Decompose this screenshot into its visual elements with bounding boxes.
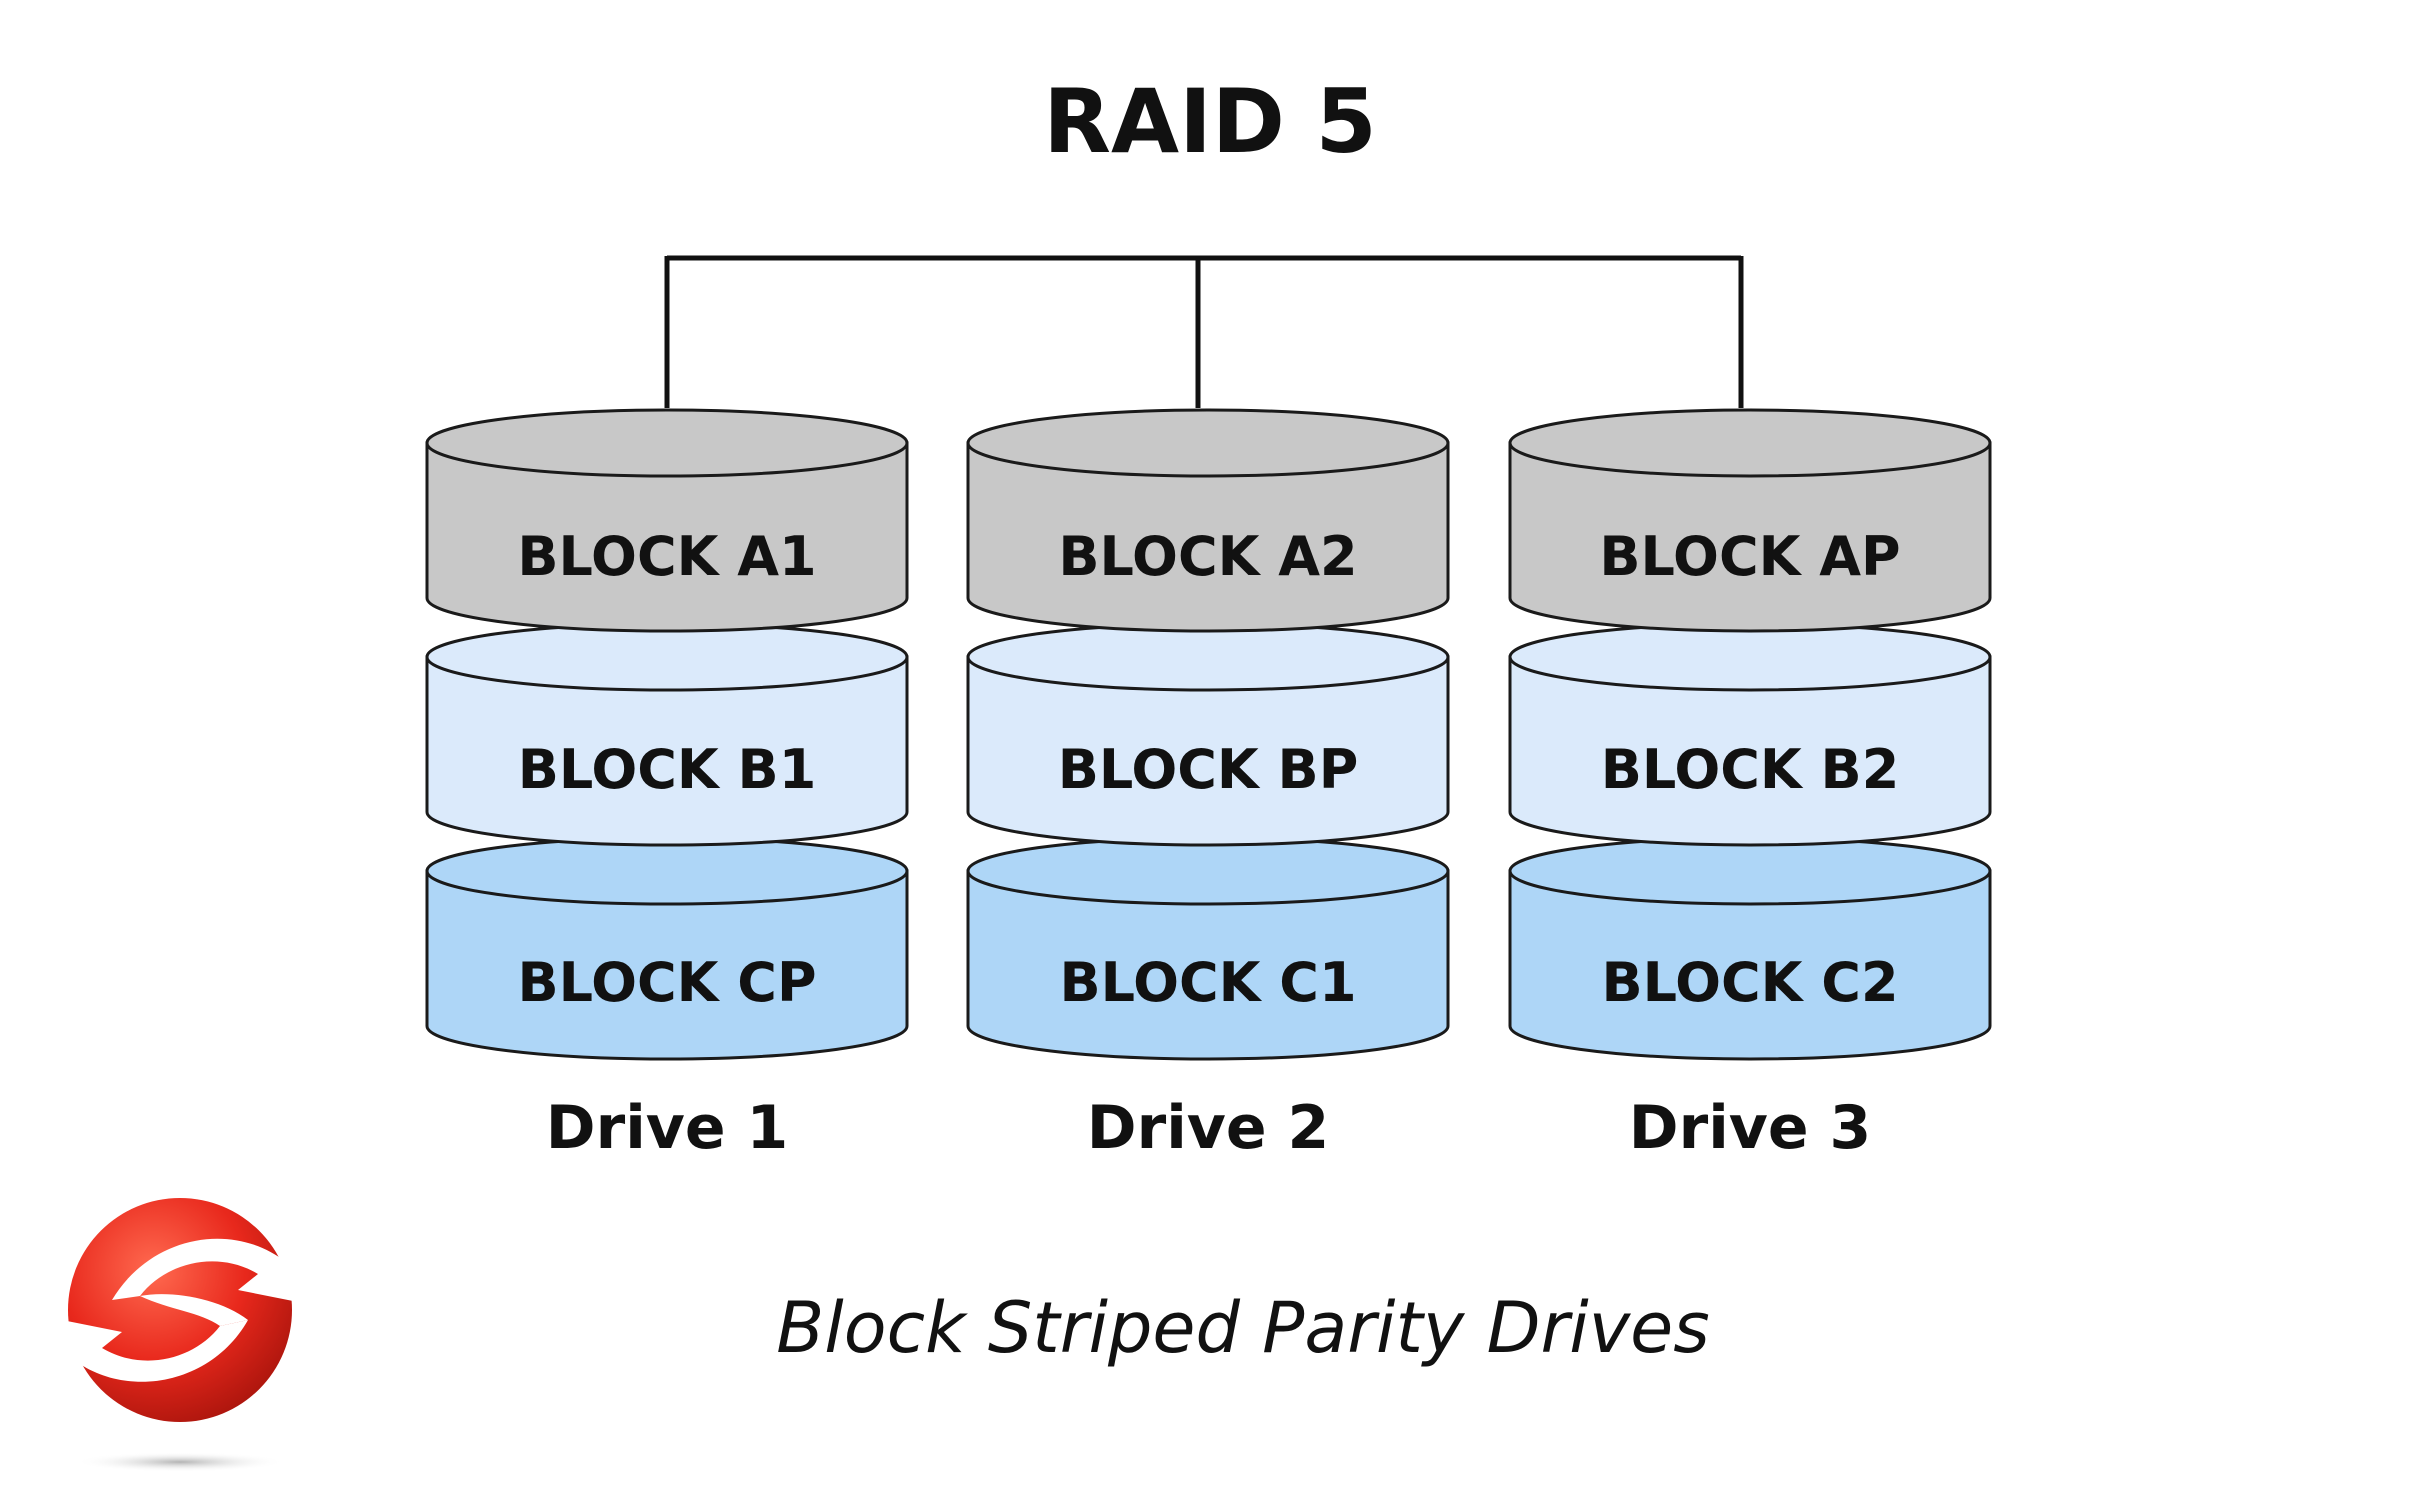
connector-tree [664, 255, 1744, 408]
disk-block-c: BLOCK C1 [966, 836, 1450, 1061]
disk-top [1508, 622, 1992, 692]
disk-block-b: BLOCK BP [966, 622, 1450, 847]
drive-1: BLOCK CP BLOCK B1 BLOCK A1 Drive 1 [425, 408, 909, 1163]
disk-top [1508, 836, 1992, 906]
drive-3: BLOCK C2 BLOCK B2 BLOCK AP Drive 3 [1508, 408, 1992, 1163]
disk-body [425, 655, 909, 847]
disk-block-b: BLOCK B2 [1508, 622, 1992, 847]
disk-body [966, 869, 1450, 1061]
disk-block-a: BLOCK A1 [425, 408, 909, 633]
block-label: BLOCK B1 [518, 738, 817, 801]
drive-label: Drive 2 [1087, 1093, 1329, 1163]
disk-body [425, 869, 909, 1061]
block-label: BLOCK B2 [1601, 738, 1900, 801]
diagram-title: RAID 5 [1043, 70, 1377, 173]
disk-body [1508, 869, 1992, 1061]
block-label: BLOCK AP [1599, 525, 1900, 588]
disk-body [1508, 655, 1992, 847]
disk-top [425, 408, 909, 478]
disk-body [966, 441, 1450, 633]
disk-block-b: BLOCK B1 [425, 622, 909, 847]
block-label: BLOCK C1 [1059, 951, 1356, 1014]
disk-top [425, 622, 909, 692]
drive-2: BLOCK C1 BLOCK BP BLOCK A2 Drive 2 [966, 408, 1450, 1163]
disk-body [966, 655, 1450, 847]
diagram-caption: Block Striped Parity Drives [776, 1287, 1709, 1369]
disk-block-a: BLOCK AP [1508, 408, 1992, 633]
drive-label: Drive 3 [1629, 1093, 1871, 1163]
disk-block-c: BLOCK CP [425, 836, 909, 1061]
disk-body [1508, 441, 1992, 633]
disk-block-c: BLOCK C2 [1508, 836, 1992, 1061]
disk-top [966, 622, 1450, 692]
disk-top [966, 836, 1450, 906]
s-arrows-logo-icon [60, 1198, 300, 1472]
disk-top [425, 836, 909, 906]
block-label: BLOCK CP [517, 951, 816, 1014]
block-label: BLOCK A2 [1058, 525, 1357, 588]
block-label: BLOCK A1 [517, 525, 816, 588]
block-label: BLOCK C2 [1601, 951, 1898, 1014]
disk-top [966, 408, 1450, 478]
disk-body [425, 441, 909, 633]
block-label: BLOCK BP [1058, 738, 1359, 801]
drive-label: Drive 1 [546, 1093, 788, 1163]
disk-block-a: BLOCK A2 [966, 408, 1450, 633]
disk-top [1508, 408, 1992, 478]
